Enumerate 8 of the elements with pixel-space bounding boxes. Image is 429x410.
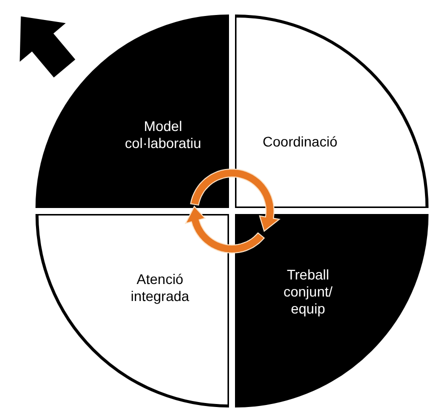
quadrant-segment [35,214,229,408]
segment-label: Atenció integrada [130,271,190,305]
segment-label: Coordinació [262,134,338,150]
quadrant-segment [35,14,229,208]
segment-label: Model col·laboratiu [124,118,202,152]
quadrant-segment [235,214,429,408]
quadrant-segment [235,14,429,208]
segment-label: Treball conjunt/ equip [282,266,334,318]
